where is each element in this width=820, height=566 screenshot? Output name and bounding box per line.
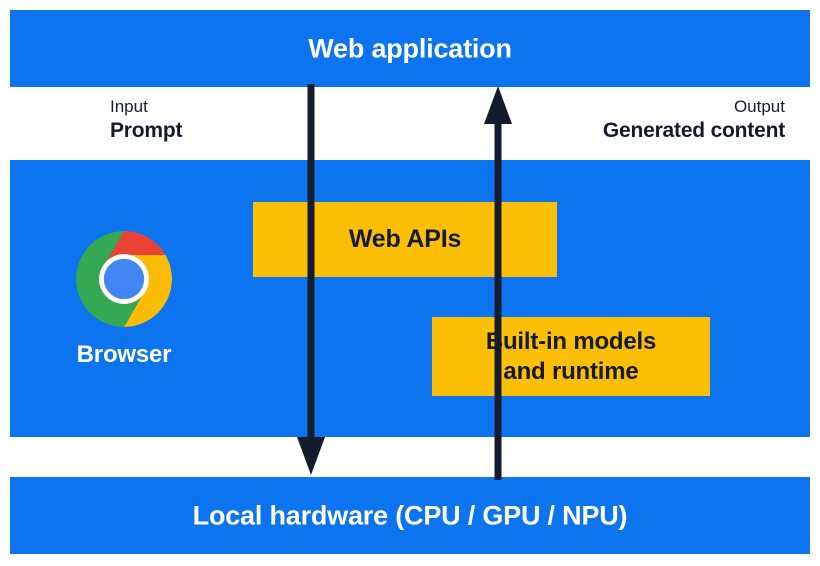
chrome-logo-icon (76, 231, 172, 327)
built-in-models-line2: and runtime (503, 357, 639, 385)
built-in-models-box[interactable]: Built-in models and runtime (432, 317, 710, 396)
output-small-label: Output (733, 97, 785, 116)
output-big-label: Generated content (602, 118, 785, 142)
web-apis-label: Web APIs (348, 224, 462, 253)
web-application-label: Web application (308, 33, 512, 63)
local-hardware-label: Local hardware (CPU / GPU / NPU) (192, 500, 628, 530)
built-in-models-label: Built-in models and runtime (485, 327, 657, 387)
browser-label: Browser (76, 341, 172, 368)
built-in-models-line1: Built-in models (485, 327, 657, 355)
input-caption: Input Prompt (110, 96, 183, 145)
web-application-band: Web application (10, 10, 810, 87)
arrow-up-icon (484, 86, 512, 480)
output-caption: Output Generated content (603, 96, 785, 145)
input-small-label: Input (110, 97, 148, 116)
arrow-down-icon (297, 84, 325, 475)
input-big-label: Prompt (110, 118, 183, 142)
local-hardware-band: Local hardware (CPU / GPU / NPU) (10, 477, 810, 554)
web-apis-box[interactable]: Web APIs (253, 202, 557, 277)
